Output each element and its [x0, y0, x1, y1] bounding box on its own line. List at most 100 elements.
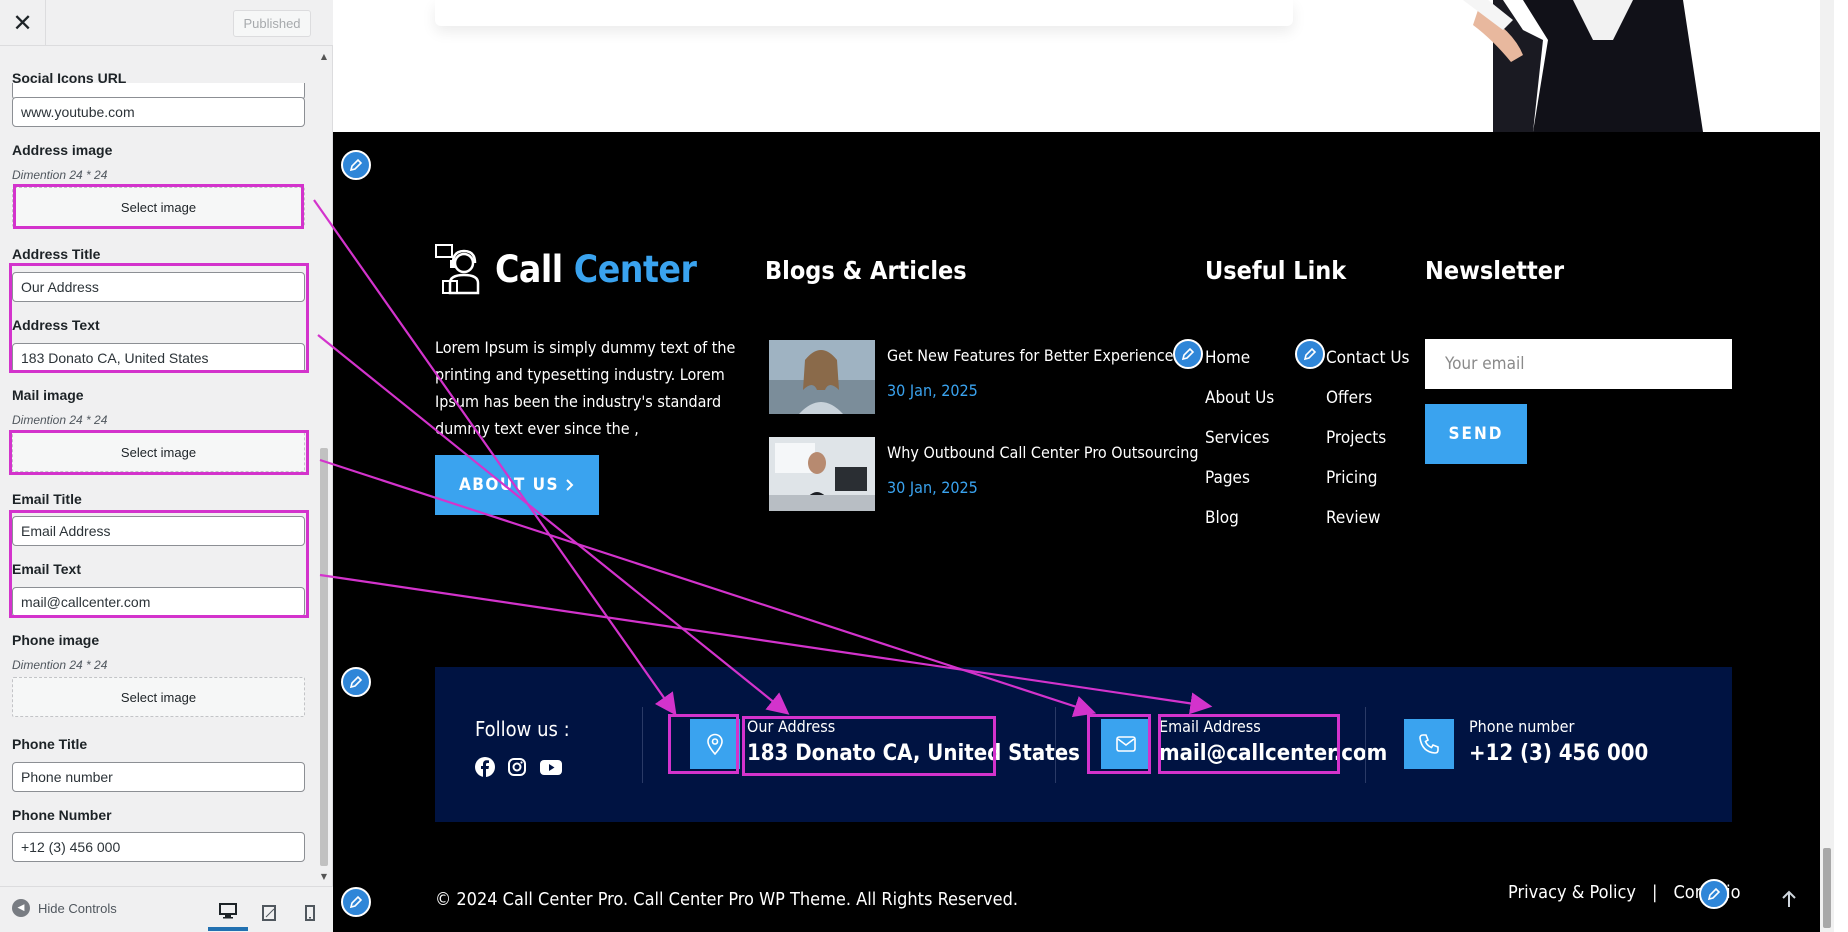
mail-image-desc: Dimention 24 * 24 — [12, 413, 108, 427]
logo-text: Call Center — [495, 247, 697, 291]
footer-link-offers[interactable]: Offers — [1326, 388, 1373, 408]
blog-date: 30 Jan, 2025 — [887, 478, 978, 497]
email-title-input[interactable]: Email Address — [12, 516, 305, 546]
scroll-up-arrow-icon[interactable]: ▲ — [320, 52, 328, 61]
email-title: Email Address — [1159, 717, 1261, 736]
page-top-section — [333, 0, 1834, 132]
divider — [642, 707, 643, 783]
footer-link-pricing[interactable]: Pricing — [1326, 468, 1378, 488]
sidebar-header: ✕ Published — [0, 0, 333, 46]
follow-us-label: Follow us : — [475, 717, 570, 741]
instagram-icon[interactable] — [507, 757, 527, 777]
address-icon-box — [690, 719, 740, 769]
preview-scrollbar[interactable] — [1820, 0, 1834, 932]
collapse-arrow-icon: ◀ — [12, 899, 30, 917]
hero-person-image — [1383, 0, 1783, 132]
privacy-policy-link[interactable]: Privacy & Policy — [1508, 882, 1637, 903]
edit-shortcut-menu-1[interactable] — [1173, 339, 1203, 369]
phone-icon-box — [1404, 719, 1454, 769]
edit-shortcut-legal[interactable] — [1699, 879, 1729, 909]
phone-title-label: Phone Title — [12, 736, 88, 752]
footer-link-projects[interactable]: Projects — [1326, 428, 1387, 448]
location-pin-icon — [707, 733, 723, 755]
phone-icon — [1419, 734, 1439, 754]
tablet-preview-button[interactable] — [249, 895, 289, 931]
phone-number-label: Phone Number — [12, 807, 112, 823]
useful-links-column-1: Home About Us Services Pages Blog — [1205, 348, 1274, 529]
scroll-down-arrow-icon[interactable]: ▼ — [320, 872, 328, 881]
hide-controls-label: Hide Controls — [38, 900, 117, 916]
call-center-agent-icon — [435, 244, 480, 295]
mobile-preview-button[interactable] — [290, 895, 330, 931]
arrow-up-icon — [1782, 890, 1796, 907]
phone-number-input[interactable]: +12 (3) 456 000 — [12, 832, 305, 862]
blog-item[interactable]: Why Outbound Call Center Pro Outsourcing… — [769, 437, 1199, 511]
logo-word-call: Call — [495, 247, 563, 291]
back-to-top-button[interactable] — [1774, 884, 1804, 914]
copyright-text: © 2024 Call Center Pro. Call Center Pro … — [435, 889, 1019, 910]
phone-title-input[interactable]: Phone number — [12, 762, 305, 792]
edit-shortcut-menu-2[interactable] — [1295, 339, 1325, 369]
blog-thumbnail[interactable] — [769, 437, 875, 511]
newsletter-email-input[interactable]: Your email — [1425, 339, 1732, 389]
sidebar-footer: ◀ Hide Controls — [0, 886, 333, 932]
social-icons-url-label: Social Icons URL — [12, 70, 127, 86]
sidebar-scrollbar[interactable]: ▲ ▼ — [319, 52, 329, 882]
about-us-button[interactable]: ABOUT US — [435, 455, 599, 515]
site-preview[interactable]: Call Center Lorem Ipsum is simply dummy … — [333, 0, 1834, 932]
logo-word-center: Center — [573, 247, 697, 291]
chevron-right-icon — [566, 479, 574, 491]
close-button[interactable]: ✕ — [0, 0, 46, 46]
divider — [1365, 707, 1366, 783]
pencil-icon — [349, 675, 363, 689]
footer-link-contact-us[interactable]: Contact Us — [1326, 348, 1410, 368]
newsletter-send-button[interactable]: SEND — [1425, 404, 1527, 464]
facebook-icon[interactable] — [475, 757, 495, 777]
email-title-label: Email Title — [12, 491, 82, 507]
social-icons-url-input[interactable]: www.youtube.com — [12, 97, 305, 127]
contact-bar: Follow us : Our Address 183 Donato CA, U… — [435, 667, 1732, 822]
content-card — [435, 0, 1293, 26]
tablet-icon — [262, 905, 276, 921]
blog-title-link[interactable]: Get New Features for Better Experience — [887, 346, 1174, 365]
address-text-input[interactable]: 183 Donato CA, United States — [12, 343, 305, 373]
envelope-icon — [1116, 736, 1136, 752]
blogs-heading: Blogs & Articles — [765, 256, 967, 285]
hide-controls-button[interactable]: ◀ Hide Controls — [12, 899, 117, 917]
blog-item[interactable]: Get New Features for Better Experience 3… — [769, 340, 1174, 414]
address-title-input[interactable]: Our Address — [12, 272, 305, 302]
scrollbar-thumb[interactable] — [320, 448, 328, 866]
email-icon-box — [1101, 719, 1151, 769]
preview-scrollbar-thumb[interactable] — [1823, 848, 1831, 928]
phone-image-desc: Dimention 24 * 24 — [12, 658, 108, 672]
address-image-label: Address image — [12, 142, 113, 158]
edit-shortcut-footer[interactable] — [341, 150, 371, 180]
address-title: Our Address — [747, 717, 836, 736]
footer-logo[interactable]: Call Center — [435, 243, 697, 295]
phone-title: Phone number — [1469, 717, 1575, 736]
footer-link-pages[interactable]: Pages — [1205, 468, 1250, 488]
email-text-input[interactable]: mail@callcenter.com — [12, 587, 305, 617]
edit-shortcut-contact[interactable] — [341, 667, 371, 697]
published-button[interactable]: Published — [233, 10, 311, 37]
blog-date: 30 Jan, 2025 — [887, 381, 978, 400]
phone-select-image-button[interactable]: Select image — [12, 677, 305, 717]
mail-select-image-button[interactable]: Select image — [12, 432, 305, 472]
email-value[interactable]: mail@callcenter.com — [1159, 741, 1388, 766]
footer-link-blog[interactable]: Blog — [1205, 508, 1239, 528]
useful-links-column-2: Contact Us Offers Projects Pricing Revie… — [1326, 348, 1410, 529]
footer-link-services[interactable]: Services — [1205, 428, 1270, 448]
address-select-image-button[interactable]: Select image — [12, 187, 305, 227]
desktop-preview-button[interactable] — [208, 895, 248, 931]
blog-title-link[interactable]: Why Outbound Call Center Pro Outsourcing — [887, 443, 1199, 462]
edit-shortcut-copyright[interactable] — [341, 887, 371, 917]
footer-link-about-us[interactable]: About Us — [1205, 388, 1275, 408]
blog-thumbnail[interactable] — [769, 340, 875, 414]
phone-value[interactable]: +12 (3) 456 000 — [1469, 741, 1649, 766]
footer-link-home[interactable]: Home — [1205, 348, 1251, 368]
youtube-icon[interactable] — [539, 757, 563, 777]
footer-link-review[interactable]: Review — [1326, 508, 1381, 528]
pencil-icon — [349, 895, 363, 909]
sidebar-controls[interactable]: Social Icons URL www.youtube.com Address… — [0, 46, 333, 886]
